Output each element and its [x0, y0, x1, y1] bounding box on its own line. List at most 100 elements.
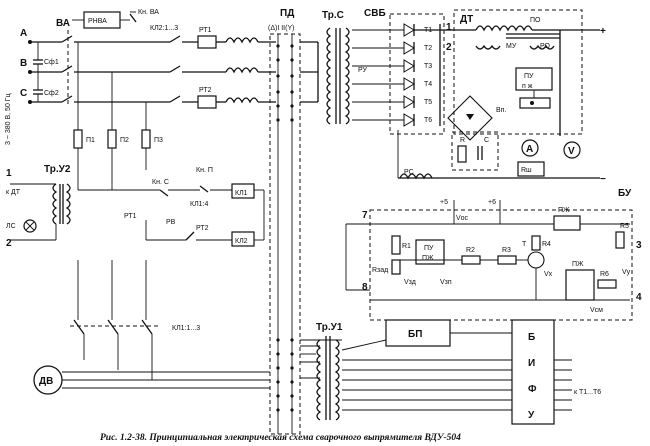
tru2-terminal-2: 2: [6, 238, 12, 249]
kl2-label: КЛ2:1...3: [150, 25, 178, 32]
ammeter-label: А: [526, 144, 533, 155]
tru1-label: Тр.У1: [316, 322, 343, 333]
tru1-transformer: Тр.У1: [300, 322, 343, 421]
r4-label: R4: [542, 241, 551, 248]
phase-c-label: С: [20, 88, 27, 99]
dt-input-1: 1: [446, 22, 452, 33]
k-dt-label: к ДТ: [6, 189, 21, 196]
bifu-i-label: И: [528, 358, 535, 369]
svb-block: СВБ Т1 Т2 Т3 Т4 Т5 Т6: [352, 8, 445, 135]
uzp-label: Vзп: [440, 279, 452, 286]
vp-label: Вп.: [496, 107, 506, 114]
trc-label: Тр.С: [322, 10, 344, 21]
tru2-label: Тр.У2: [44, 164, 71, 175]
t2-label: Т2: [424, 45, 432, 52]
rv-label: РВ: [166, 219, 176, 226]
bifu-b-label: Б: [528, 332, 535, 343]
dt-input-2: 2: [446, 42, 452, 53]
t5-label: Т5: [424, 99, 432, 106]
po-label: ПО: [530, 17, 541, 24]
rt2-label: РТ2: [199, 87, 212, 94]
voltmeter-label: V: [568, 146, 575, 157]
dt-block: ДТ ПО МУ РО 1 2 + ПУ п ж Вп. V: [440, 9, 606, 159]
phase-a-label: А: [20, 28, 27, 39]
bu-terminal-3: 3: [636, 240, 642, 251]
pd-label: ПД: [280, 8, 294, 19]
fuses: П1 П2 П3: [73, 42, 163, 190]
trc-transformer: Тр.С РУ: [322, 10, 368, 125]
node-plus5-label: +5: [440, 199, 448, 206]
rt2-contact-label: РТ2: [196, 225, 209, 232]
tru2-terminal-1: 1: [6, 168, 12, 179]
bp-label: БП: [408, 329, 422, 340]
motor-dv-label: ДВ: [39, 376, 53, 387]
kl1-main-label: КЛ1:1...3: [172, 325, 200, 332]
bu-block: БУ 7 8 +5 +6 Vос 3 4 R1 Rзад ПУ ПЖ Vзд V…: [362, 188, 642, 321]
rt1-contact-label: РТ1: [124, 213, 137, 220]
rsh-label: Rш: [521, 167, 532, 174]
mains-input: А В С 3 ~ 380 В, 50 Гц Сф1 Сф2 ВА: [5, 18, 96, 145]
uoc-label: Vос: [456, 215, 469, 222]
ucm-label: Vсм: [590, 307, 603, 314]
ux-label: Vх: [544, 271, 553, 278]
kl1-coil-label: КЛ1: [235, 190, 248, 197]
r2-label: R2: [466, 247, 475, 254]
fuse-p2-label: П2: [120, 137, 129, 144]
bu-terminal-7: 7: [362, 210, 368, 221]
tru2-transformer: Тр.У2 1 к ДТ ЛС 2: [6, 164, 71, 249]
uy-label: Vу: [622, 269, 631, 276]
control-relays: Кн. С Кн. П КЛ1 КЛ1:4 РТ1 РВ РТ2 КЛ2: [78, 167, 265, 247]
output-plus-label: +: [600, 26, 606, 37]
bp-bifu: БП Б И Ф У к Т1...Т6: [341, 319, 601, 425]
bu-pu-label: ПУ: [424, 245, 434, 252]
pu-label: ПУ: [524, 73, 534, 80]
uzd-label: Vзд: [404, 279, 416, 286]
output-circuit: R С А Rш − РС: [397, 130, 606, 185]
kn-p-label: Кн. П: [196, 167, 213, 174]
bu-pu-pzh-label: ПЖ: [422, 255, 434, 262]
bifu-f-label: Ф: [528, 384, 537, 395]
node-plus6-label: +6: [488, 199, 496, 206]
bu-label: БУ: [618, 188, 632, 199]
mains-voltage-label: 3 ~ 380 В, 50 Гц: [5, 93, 12, 145]
bifu-u-label: У: [528, 410, 535, 421]
svb-label: СВБ: [364, 8, 386, 19]
cf1-label: Сф1: [44, 59, 59, 66]
mu-label: МУ: [506, 43, 517, 50]
pu-pzh-label: п ж: [522, 83, 533, 90]
t3-label: Т3: [424, 63, 432, 70]
r1-label: R1: [402, 243, 411, 250]
kn-va-label: Кн. ВА: [138, 9, 159, 16]
k-t-label: к Т1...Т6: [574, 389, 601, 396]
pzh-right-label: ПЖ: [572, 261, 584, 268]
phase-b-label: В: [20, 58, 27, 69]
rt1-label: РТ1: [199, 27, 212, 34]
r6-label: R6: [600, 271, 609, 278]
bu-terminal-4: 4: [636, 292, 642, 303]
r3-label: R3: [502, 247, 511, 254]
transistor-t-label: Т: [522, 241, 527, 248]
pd-sub-label: (Δ)I II(Y): [268, 25, 294, 32]
cf2-label: Сф2: [44, 90, 59, 97]
bu-terminal-8: 8: [362, 282, 368, 293]
interconnect: [250, 223, 370, 373]
ls-label: ЛС: [6, 223, 16, 230]
ru-label: РУ: [358, 67, 368, 74]
kl2-coil-label: КЛ2: [235, 238, 248, 245]
kn-s-label: Кн. С: [152, 179, 169, 186]
c-label: С: [484, 137, 489, 144]
rnva-label: РНВА: [88, 18, 107, 25]
output-minus-label: −: [600, 174, 606, 185]
rzad-label: Rзад: [372, 267, 388, 274]
figure-caption: Рис. 1.2-38. Принципиальная электрическа…: [100, 433, 461, 443]
t4-label: Т4: [424, 81, 432, 88]
fuse-p1-label: П1: [86, 137, 95, 144]
pzh-top-label: ПЖ: [558, 207, 570, 214]
rs-label: РС: [404, 169, 414, 176]
motor-circuit: КЛ1:1...3 ДВ: [33, 260, 270, 395]
r5-label: R5: [620, 223, 629, 230]
breaker-va-label: ВА: [56, 18, 70, 29]
fuse-p3-label: П3: [154, 137, 163, 144]
pd-switch: ПД (Δ)I II(Y): [268, 8, 319, 435]
